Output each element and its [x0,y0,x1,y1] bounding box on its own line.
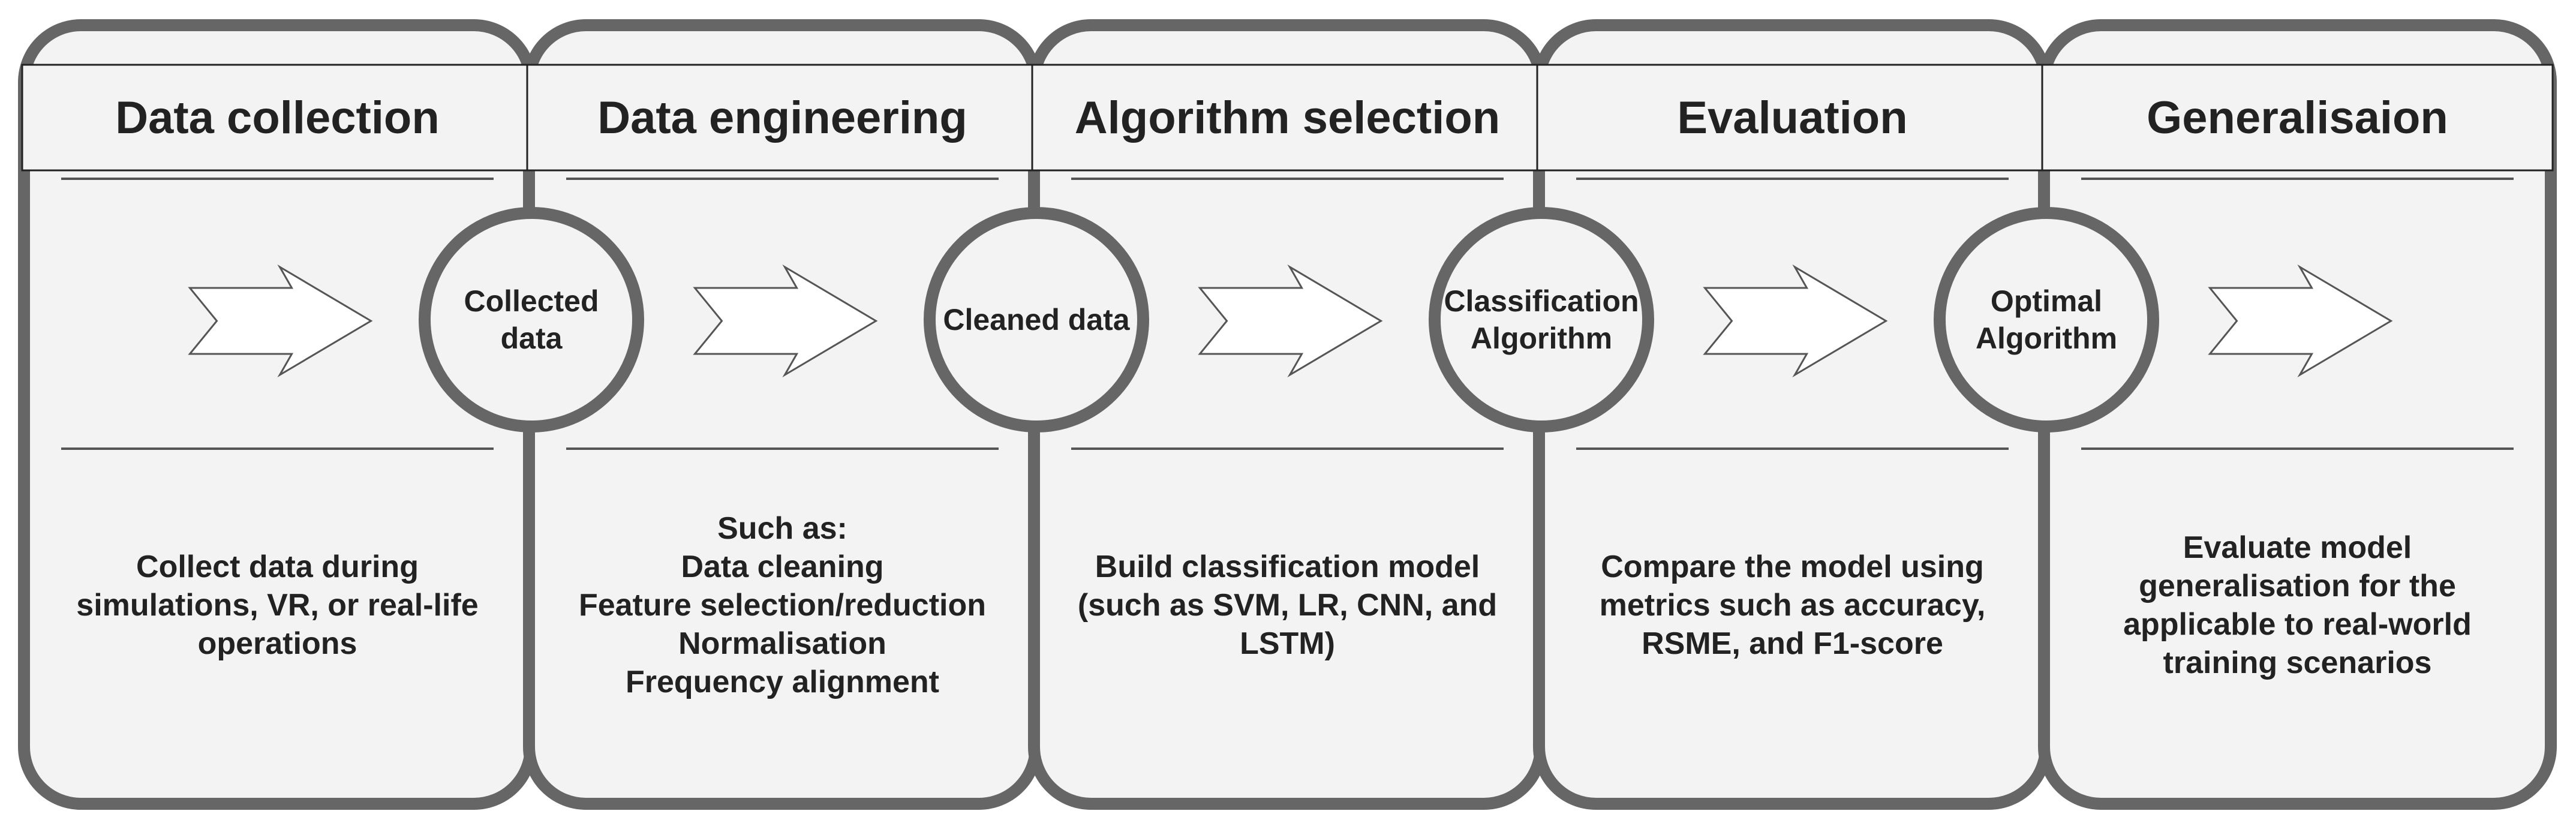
connector-node-label-line: Optimal [1991,284,2102,318]
right-chevron-arrow-icon [1198,264,1383,378]
stage-arrows [188,264,2393,378]
stage-description-line: Evaluate model [2183,530,2412,565]
stage-description-line: training scenarios [2163,645,2432,680]
stage-description: Compare the model using metrics such as a… [1600,549,1986,661]
stage-description-line: Collect data during [136,549,419,584]
stage-description-line: (such as SVM, LR, CNN, and [1078,588,1497,623]
stage-header-box [21,64,534,172]
connector-node-label: Cleaned data [943,303,1130,337]
stage-description-line: simulations, VR, or real-life [76,588,478,623]
stage-description-line: LSTM) [1240,626,1335,661]
connector-node-label-line: Classification [1444,284,1639,318]
stage-title: Data engineering [597,92,967,143]
stage-headers: Data collection Data engineering Algorithm… [21,64,2554,172]
stage-description-line: RSME, and F1-score [1642,626,1943,661]
stage-description-line: Frequency alignment [626,665,939,699]
right-chevron-arrow-icon [1703,264,1888,378]
connector-node-label-line: Algorithm [1976,322,2117,355]
stage-description-line: metrics such as accuracy, [1600,588,1986,623]
connector-node-label-line: Cleaned data [943,303,1130,337]
stage-descriptions: Collect data during simulations, VR, or r… [76,511,2472,699]
stage-description-line: Data cleaning [681,549,883,584]
connector-node [1934,207,2159,432]
connector-node [419,207,644,432]
stage-description-line: applicable to real-world [2123,607,2472,642]
stage-title: Evaluation [1677,92,1907,143]
stage-description-line: Build classification model [1095,549,1480,584]
right-chevron-arrow-icon [188,264,373,378]
stage-description: Evaluate model generalisation for the appl… [2123,530,2472,680]
stage-description-line: Such as: [717,511,847,546]
right-chevron-arrow-icon [693,264,878,378]
stage-description: Collect data during simulations, VR, or r… [76,549,478,661]
stage-description-line: Feature selection/reduction [579,588,986,623]
stage-header-box [1031,64,1544,172]
right-chevron-arrow-icon [2208,264,2393,378]
stage-title: Algorithm selection [1075,92,1500,143]
stage-description-line: Normalisation [678,626,886,661]
stage-description: Build classification model (such as SVM, … [1078,549,1497,661]
stage-description-line: Compare the model using [1601,549,1984,584]
stage-title: Generalisaion [2147,92,2448,143]
connector-node [1429,207,1654,432]
connector-node-label-line: data [501,322,563,355]
stage-header-box [2041,64,2554,172]
stage-header-box [1536,64,2049,172]
connector-node [924,207,1149,432]
connector-node-label-line: Algorithm [1471,322,1612,355]
stage-description-line: generalisation for the [2139,569,2456,603]
connector-node-label-line: Collected [464,284,599,318]
stage-dividers [61,178,2514,450]
stage-title: Data collection [115,92,440,143]
stage-description-line: operations [198,626,357,661]
connector-node-label: Collected data [464,284,599,355]
